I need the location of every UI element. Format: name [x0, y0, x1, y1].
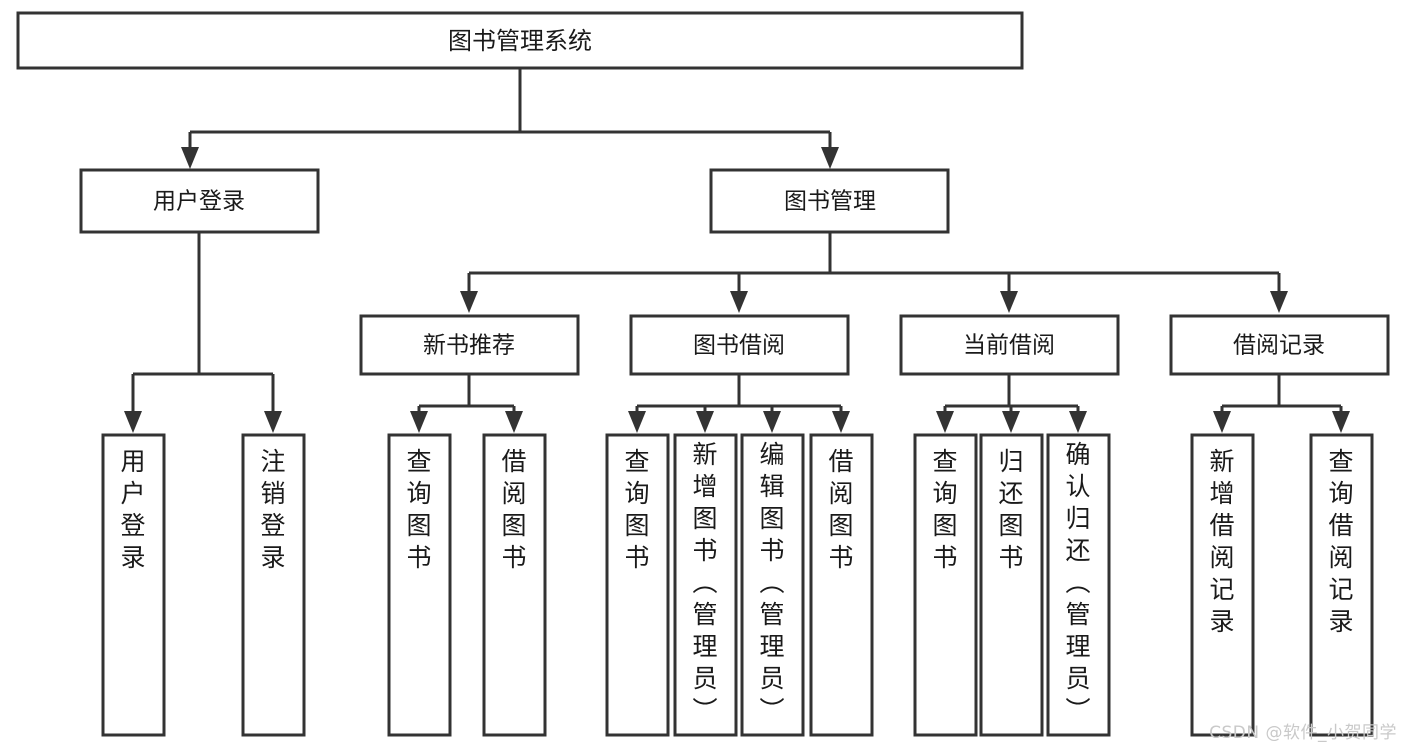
arrow-bookborrow-leaf-4 [832, 411, 850, 433]
arrow-to-borrow-record [1270, 291, 1288, 313]
arrow-borrowrecord-leaf-1 [1213, 411, 1231, 433]
node-borrow-record[interactable]: 借阅记录 [1169, 314, 1390, 376]
leaf-box[interactable] [1190, 433, 1255, 737]
leaf-label: 用户登录 [120, 447, 145, 572]
leaf-label: 借阅图书 [501, 447, 526, 572]
leaf-current-borrow-3[interactable]: 确认归还︵管理员︶ [1046, 433, 1111, 737]
node-book-manage-box[interactable] [709, 168, 950, 234]
leaf-box[interactable] [913, 433, 978, 737]
node-user-login-box[interactable] [79, 168, 320, 234]
arrow-bookborrow-leaf-1 [628, 411, 646, 433]
node-new-book-recommend-label: 新书推荐 [423, 333, 515, 359]
node-root[interactable]: 图书管理系统 [16, 11, 1024, 70]
node-book-manage[interactable]: 图书管理 [709, 168, 950, 234]
node-user-login-label: 用户登录 [153, 189, 245, 215]
arrow-to-user-login [181, 147, 199, 169]
leaf-label: 借阅图书 [828, 447, 853, 572]
arrow-newbook-leaf-2 [505, 411, 523, 433]
leaf-book-borrow-4[interactable]: 借阅图书 [809, 433, 874, 737]
arrow-currentborrow-leaf-2 [1002, 411, 1020, 433]
leaf-box[interactable] [241, 433, 306, 737]
leaf-new-book-recommend-2[interactable]: 借阅图书 [482, 433, 547, 737]
arrow-currentborrow-leaf-3 [1069, 411, 1087, 433]
node-borrow-record-label: 借阅记录 [1233, 333, 1325, 359]
leaf-new-book-recommend-1[interactable]: 查询图书 [387, 433, 452, 737]
node-current-borrow-box[interactable] [899, 314, 1120, 376]
arrow-newbook-leaf-1 [410, 411, 428, 433]
node-new-book-recommend[interactable]: 新书推荐 [359, 314, 580, 376]
arrow-to-book-borrow [730, 291, 748, 313]
leaf-current-borrow-1[interactable]: 查询图书 [913, 433, 978, 737]
leaf-label: 确认归还︵管理员︶ [1065, 440, 1090, 725]
node-root-box[interactable] [16, 11, 1024, 70]
leaf-box[interactable] [387, 433, 452, 737]
leaf-book-borrow-2[interactable]: 新增图书︵管理员︶ [673, 433, 738, 737]
node-book-manage-label: 图书管理 [784, 189, 876, 215]
leaf-label: 编辑图书︵管理员︶ [759, 440, 784, 725]
leaf-user-login-2[interactable]: 注销登录 [241, 433, 306, 737]
leaf-current-borrow-2[interactable]: 归还图书 [979, 433, 1044, 737]
node-book-borrow-box[interactable] [629, 314, 850, 376]
leaf-book-borrow-1[interactable]: 查询图书 [605, 433, 670, 737]
arrow-to-leaf-logout [264, 411, 282, 433]
node-borrow-record-box[interactable] [1169, 314, 1390, 376]
node-new-book-recommend-box[interactable] [359, 314, 580, 376]
leaf-box[interactable] [605, 433, 670, 737]
leaf-box[interactable] [673, 433, 738, 737]
arrow-borrowrecord-leaf-2 [1332, 411, 1350, 433]
node-current-borrow-label: 当前借阅 [963, 333, 1055, 359]
csdn-watermark: CSDN @软件_小贺同学 [1209, 723, 1397, 743]
leaf-box[interactable] [809, 433, 874, 737]
arrow-currentborrow-leaf-1 [936, 411, 954, 433]
leaf-box[interactable] [1309, 433, 1374, 737]
leaf-box[interactable] [101, 433, 166, 737]
arrow-to-leaf-user-login [124, 411, 142, 433]
leaf-box[interactable] [1046, 433, 1111, 737]
leaf-borrow-record-2[interactable]: 查询借阅记录 [1309, 433, 1374, 737]
arrow-to-new-book-recommend [460, 291, 478, 313]
leaf-borrow-record-1[interactable]: 新增借阅记录 [1190, 433, 1255, 737]
leaf-label: 查询借阅记录 [1328, 447, 1353, 636]
leaf-label: 新增图书︵管理员︶ [692, 440, 717, 725]
leaf-label: 新增借阅记录 [1209, 447, 1234, 636]
leaf-book-borrow-3[interactable]: 编辑图书︵管理员︶ [740, 433, 805, 737]
leaf-label: 注销登录 [260, 447, 285, 572]
node-book-borrow[interactable]: 图书借阅 [629, 314, 850, 376]
leaf-label: 归还图书 [998, 447, 1023, 572]
arrow-bookborrow-leaf-2 [696, 411, 714, 433]
node-user-login[interactable]: 用户登录 [79, 168, 320, 234]
arrow-to-book-manage [821, 147, 839, 169]
arrow-bookborrow-leaf-3 [763, 411, 781, 433]
leaf-label: 查询图书 [624, 447, 649, 572]
leaf-label: 查询图书 [406, 447, 431, 572]
leaf-box[interactable] [482, 433, 547, 737]
node-root-label: 图书管理系统 [448, 27, 592, 55]
arrow-to-current-borrow [1000, 291, 1018, 313]
node-book-borrow-label: 图书借阅 [693, 333, 785, 359]
leaf-box[interactable] [740, 433, 805, 737]
connector-layer [124, 68, 1350, 433]
leaf-box[interactable] [979, 433, 1044, 737]
leaf-user-login-1[interactable]: 用户登录 [101, 433, 166, 737]
leaf-label: 查询图书 [932, 447, 957, 572]
node-current-borrow[interactable]: 当前借阅 [899, 314, 1120, 376]
